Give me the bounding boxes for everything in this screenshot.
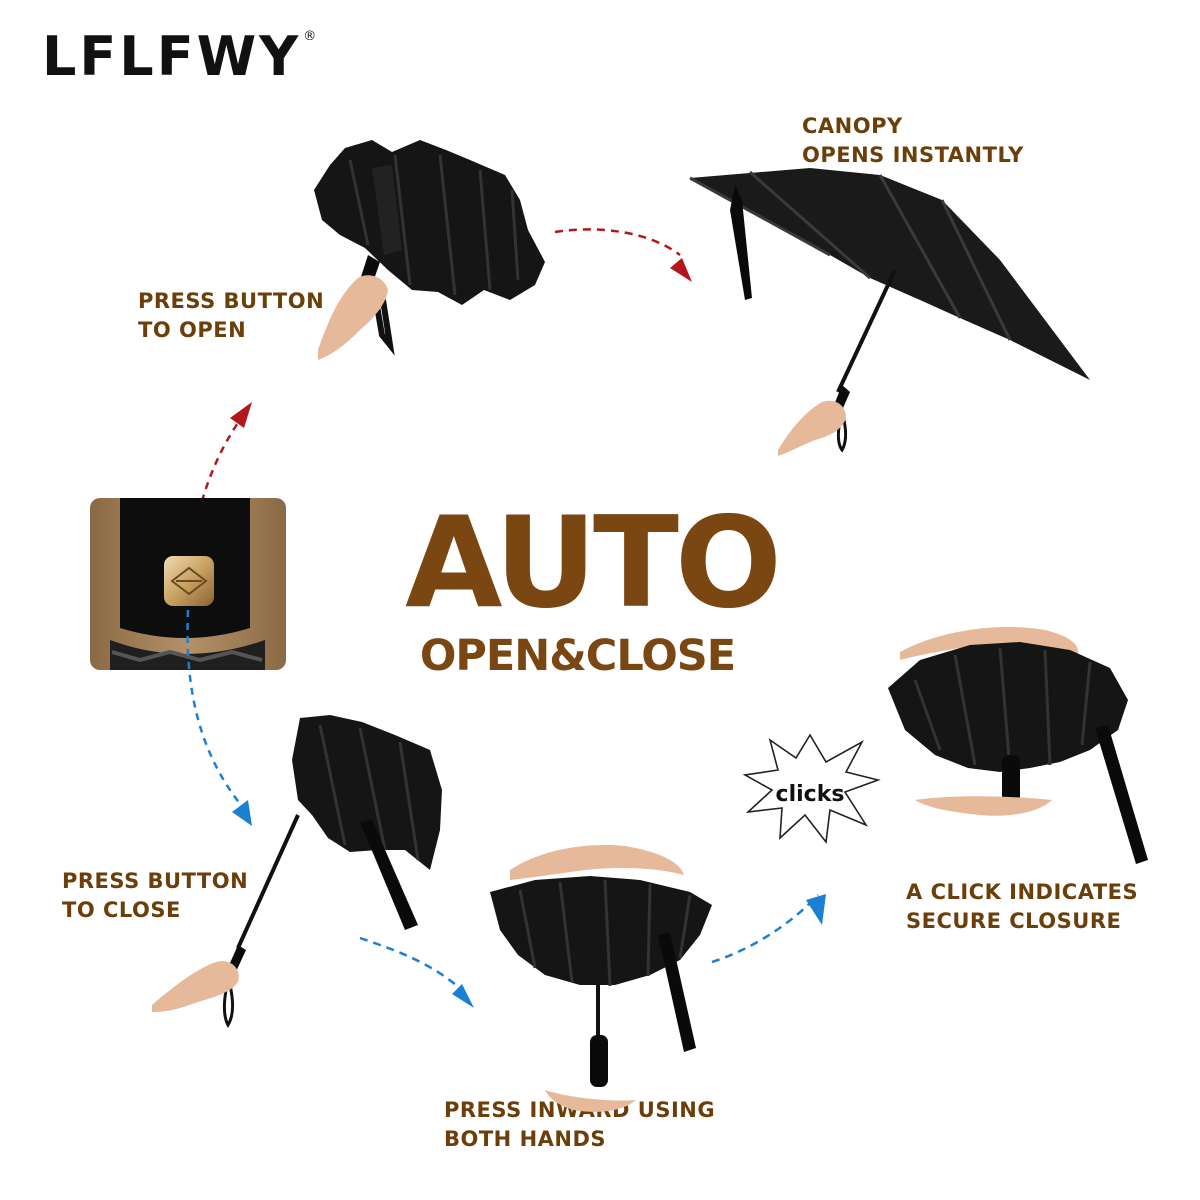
arrowhead-icon [230,402,252,428]
headline-subtitle: OPEN&CLOSE [419,631,736,681]
headline-title: AUTO [405,489,782,636]
open-arrow-top [554,228,681,256]
umbrella-open-step [689,168,1090,453]
umbrella-closing-step [222,715,442,1028]
arrowhead-icon [452,984,474,1008]
hand-icon [915,796,1052,816]
hand-icon [152,961,239,1012]
caption-click-secure: A CLICK INDICATES SECURE CLOSURE [906,880,1139,933]
hand-icon [900,626,1079,660]
close-arrow-bottom-right [711,894,819,964]
hand-icon [318,275,388,360]
arrowhead-icon [670,258,692,282]
caption-press-to-open: PRESS BUTTON TO OPEN [138,289,325,342]
umbrella-folded-open-step [314,140,545,356]
clicks-burst [742,733,881,845]
arrowhead-icon [806,894,826,925]
caption-press-inward: PRESS INWARD USING BOTH HANDS [444,1098,716,1151]
hand-icon [545,1090,636,1112]
button-closeup-photo [90,498,286,670]
umbrella-pressing-step [490,876,712,1087]
arrowhead-icon [232,800,252,826]
clicks-label: clicks [775,782,845,807]
close-arrow-down [186,609,246,811]
close-arrow-bottom-left [359,936,463,991]
umbrella-closed-step [888,642,1148,864]
hand-icon [778,400,846,456]
hand-icon [510,845,684,880]
brand-name: LFLFWY [42,25,302,88]
caption-press-to-close: PRESS BUTTON TO CLOSE [62,869,249,922]
brand-logo: LFLFWY® [42,30,316,84]
caption-canopy-opens: CANOPY OPENS INSTANTLY [802,114,1024,167]
registered-mark: ® [303,29,317,44]
